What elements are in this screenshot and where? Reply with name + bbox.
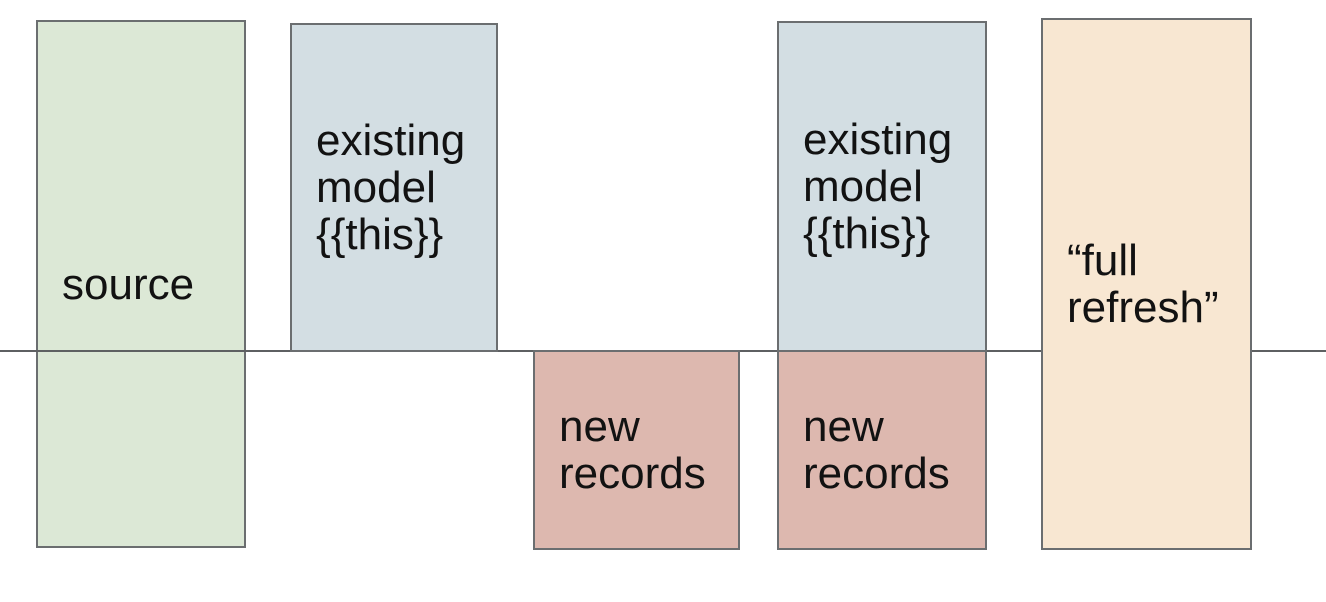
existing-model-box-1: existing model {{this}}	[290, 23, 498, 352]
new-records-box-1: new records	[533, 350, 740, 550]
existing-model-box-1-label: existing model {{this}}	[316, 116, 466, 259]
new-records-box-2: new records	[777, 350, 987, 550]
new-records-box-2-label: new records	[803, 402, 950, 498]
full-refresh-box-label: “full refresh”	[1067, 236, 1219, 332]
existing-model-box-2: existing model {{this}}	[777, 21, 987, 352]
new-records-box-1-label: new records	[559, 402, 706, 498]
full-refresh-box: “full refresh”	[1041, 18, 1252, 550]
source-box: source	[36, 20, 246, 548]
existing-model-box-2-label: existing model {{this}}	[803, 115, 953, 258]
source-box-label: source	[62, 259, 195, 309]
